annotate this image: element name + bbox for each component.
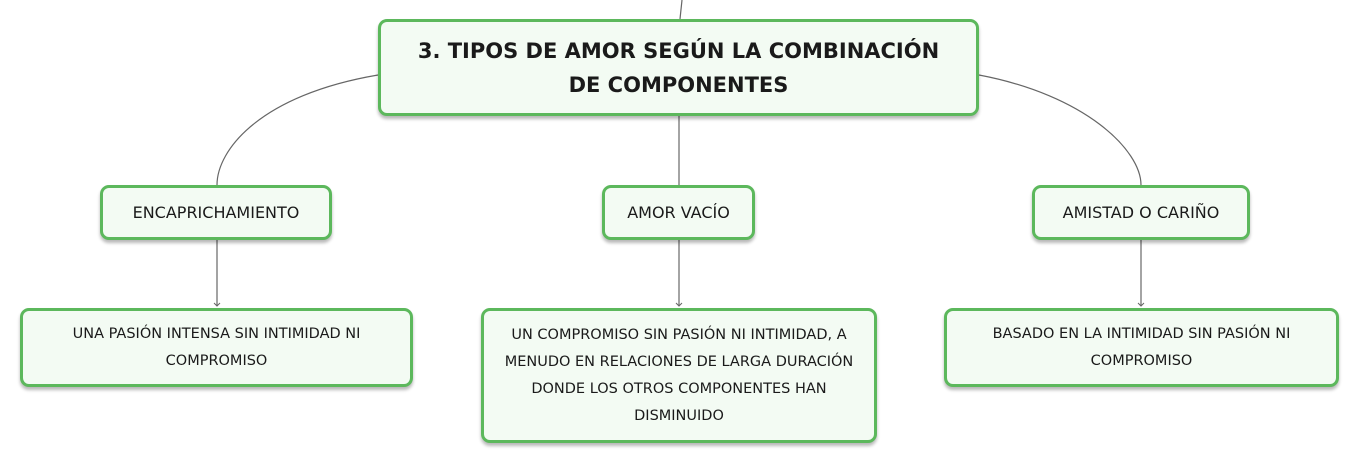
root-topic-node[interactable]: 3. TIPOS DE AMOR SEGÚN LA COMBINACIÓN DE… — [378, 19, 979, 116]
topic-node-amistad-o-carino[interactable]: AMISTAD O CARIÑO — [1032, 185, 1250, 240]
connector-root-to-amistad — [978, 74, 1142, 186]
description-text-encaprichamiento: UNA PASIÓN INTENSA SIN INTIMIDAD NI COMP… — [72, 325, 361, 369]
connector-from-parent — [679, 0, 683, 20]
root-topic-label: 3. TIPOS DE AMOR SEGÚN LA COMBINACIÓN DE… — [417, 38, 940, 97]
topic-label-amor-vacio: AMOR VACÍO — [627, 203, 730, 222]
description-node-amistad-o-carino[interactable]: BASADO EN LA INTIMIDAD SIN PASIÓN NI COM… — [944, 308, 1339, 387]
description-node-encaprichamiento[interactable]: UNA PASIÓN INTENSA SIN INTIMIDAD NI COMP… — [20, 308, 413, 387]
description-text-amor-vacio: UN COMPROMISO SIN PASIÓN NI INTIMIDAD, A… — [504, 326, 854, 424]
description-node-amor-vacio[interactable]: UN COMPROMISO SIN PASIÓN NI INTIMIDAD, A… — [481, 308, 877, 443]
topic-node-encaprichamiento[interactable]: ENCAPRICHAMIENTO — [100, 185, 332, 240]
description-text-amistad-o-carino: BASADO EN LA INTIMIDAD SIN PASIÓN NI COM… — [992, 325, 1291, 369]
topic-label-encaprichamiento: ENCAPRICHAMIENTO — [132, 203, 300, 222]
connector-root-to-encaprichamiento — [216, 74, 379, 186]
topic-node-amor-vacio[interactable]: AMOR VACÍO — [602, 185, 755, 240]
topic-label-amistad-o-carino: AMISTAD O CARIÑO — [1062, 203, 1220, 222]
